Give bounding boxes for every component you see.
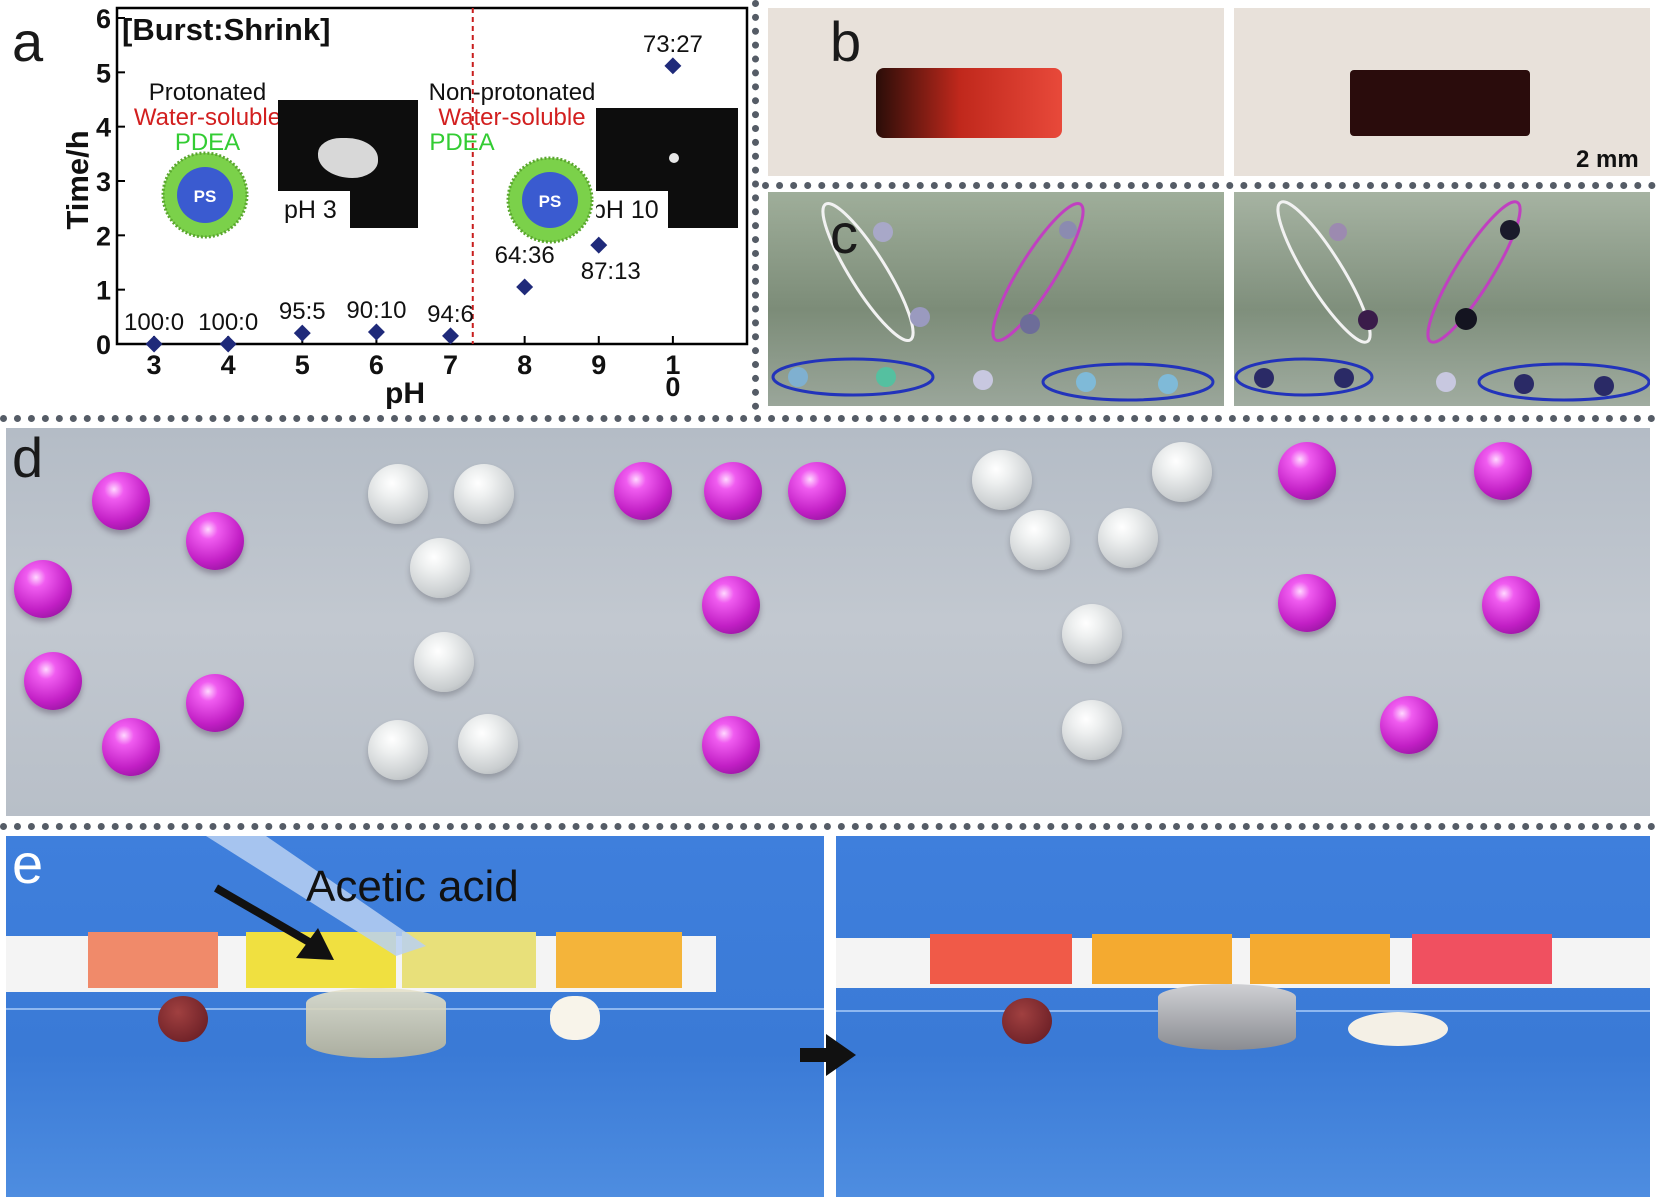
x-tick-label: 7 bbox=[443, 350, 458, 380]
y-axis-ticks: 0 1 2 3 4 5 6 bbox=[96, 4, 125, 360]
panel-label-b: b bbox=[830, 10, 862, 73]
y-tick-label: 4 bbox=[96, 113, 111, 143]
petri-dish-after bbox=[1158, 984, 1296, 1050]
acetic-acid-label: Acetic acid bbox=[306, 862, 519, 911]
x-tick-label: 4 bbox=[221, 350, 236, 380]
particle-protonated-icon: PS bbox=[161, 151, 249, 239]
petri-dish bbox=[306, 988, 446, 1058]
label-water-soluble-left: Water-soluble bbox=[133, 104, 282, 131]
data-point-label: 95:5 bbox=[279, 298, 326, 325]
label-water-soluble-right: Water-soluble bbox=[438, 104, 586, 131]
panel-label-a: a bbox=[12, 10, 44, 73]
inset-ph10-label: pH 10 bbox=[596, 196, 659, 224]
y-tick-label: 2 bbox=[96, 221, 111, 251]
inset-ph10-photo: pH 10 bbox=[596, 100, 738, 228]
protonated-labels: Protonated Water-soluble PDEA bbox=[130, 80, 285, 155]
panel-label-c: c bbox=[830, 202, 858, 265]
ps-core-label: PS bbox=[539, 192, 562, 211]
x-tick-label: 0 bbox=[665, 372, 680, 402]
panel-c-photo-left bbox=[768, 192, 1224, 406]
y-axis-title: Time/h bbox=[60, 130, 95, 229]
particle-nonprotonated-icon: PS bbox=[506, 156, 594, 244]
data-point-labels: 100:0 100:0 95:5 90:10 94:6 64:36 87:13 73:27 bbox=[124, 31, 703, 336]
label-pdea-right: PDEA bbox=[429, 129, 495, 156]
separator-vertical-ab bbox=[752, 0, 759, 410]
x-tick-label: 3 bbox=[147, 350, 162, 380]
separator-top-d bbox=[0, 415, 1656, 422]
red-bead-after bbox=[1002, 998, 1052, 1044]
data-point-label: 90:10 bbox=[346, 297, 406, 324]
inset-ph3-photo: pH 3 bbox=[278, 100, 418, 228]
data-point-marker bbox=[664, 57, 682, 75]
data-point-label: 94:6 bbox=[427, 301, 474, 328]
x-tick-label: 5 bbox=[295, 350, 310, 380]
ps-core-label: PS bbox=[194, 187, 217, 206]
data-point-label: 100:0 bbox=[124, 309, 184, 336]
y-tick-label: 5 bbox=[96, 58, 111, 88]
non-protonated-labels: Non-protonated Water-soluble PDEA bbox=[412, 80, 612, 155]
data-point-marker bbox=[219, 335, 237, 353]
data-point-marker bbox=[145, 335, 163, 353]
panel-e-photo-left: Acetic acid bbox=[6, 836, 824, 1197]
chart-header: [Burst:Shrink] bbox=[122, 12, 330, 47]
panel-label-d: d bbox=[12, 426, 44, 489]
y-tick-label: 1 bbox=[96, 276, 111, 306]
white-bead bbox=[550, 996, 600, 1040]
dark-film-strip bbox=[1350, 70, 1530, 136]
scale-bar-label: 2 mm bbox=[1576, 146, 1639, 173]
label-protonated: Protonated bbox=[148, 79, 267, 106]
label-pdea-left: PDEA bbox=[174, 129, 241, 156]
x-tick-label: 1 bbox=[665, 350, 680, 380]
data-point-label: 73:27 bbox=[643, 31, 703, 58]
data-point-marker bbox=[516, 278, 534, 296]
label-non-protonated: Non-protonated bbox=[428, 79, 596, 106]
x-tick-label: 6 bbox=[369, 350, 384, 380]
x-tick-label: 8 bbox=[517, 350, 532, 380]
y-tick-label: 3 bbox=[96, 167, 111, 197]
panel-b-photo-right: 2 mm bbox=[1234, 8, 1650, 176]
y-tick-label: 0 bbox=[96, 330, 111, 360]
x-axis-title: pH bbox=[385, 377, 425, 410]
arrow-right-icon bbox=[800, 1034, 856, 1076]
data-point-marker bbox=[442, 327, 460, 345]
separator-bc bbox=[762, 182, 1656, 189]
panel-b-photo-left bbox=[768, 8, 1224, 176]
y-tick-label: 6 bbox=[96, 4, 111, 34]
separator-d-e bbox=[0, 823, 1656, 830]
panel-label-e: e bbox=[12, 832, 44, 895]
x-tick-label: 9 bbox=[591, 350, 606, 380]
data-points bbox=[145, 57, 682, 353]
panel-e-photo-right bbox=[836, 836, 1650, 1197]
data-point-marker bbox=[590, 236, 608, 254]
inset-ph3-label: pH 3 bbox=[284, 196, 337, 224]
panel-c-photo-right bbox=[1234, 192, 1650, 406]
data-point-label: 64:36 bbox=[495, 242, 555, 269]
red-bead bbox=[158, 996, 208, 1042]
panel-d-photo bbox=[6, 428, 1650, 816]
data-point-label: 87:13 bbox=[581, 258, 641, 285]
data-point-marker bbox=[367, 323, 385, 341]
data-point-label: 100:0 bbox=[198, 309, 258, 336]
red-film-strip bbox=[876, 68, 1062, 138]
data-point-marker bbox=[293, 324, 311, 342]
x-axis-ticks: 3 4 5 6 7 8 9 10 bbox=[147, 336, 680, 402]
flattened-white-bead bbox=[1348, 1012, 1448, 1046]
